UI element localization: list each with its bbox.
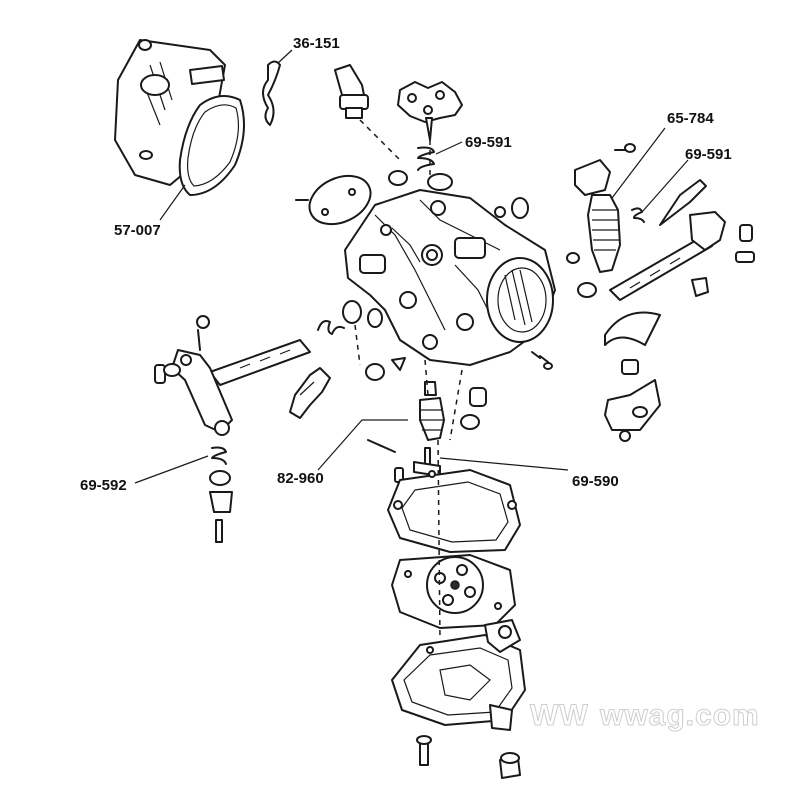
alignment-lines [354,119,463,641]
star-cover-plate [397,81,463,141]
label-36-151: 36-151 [293,35,340,52]
pump-assembly-65-784 [574,143,636,273]
label-57-007: 57-007 [114,222,161,239]
gasket-upper [387,469,521,553]
callout-labels: 36-151 69-591 65-784 69-591 57-007 69-59… [80,35,732,494]
left-fittings [289,300,406,419]
pin-clip-69-590 [367,439,441,483]
spring-69-592 [209,446,233,543]
bottom-screws [416,735,521,779]
throttle-shaft-right [609,211,755,301]
pump-base-cover [391,619,526,731]
watermark: WW wwag.com [530,699,760,733]
leader-lines [134,49,689,484]
watermark-brand: WW [530,699,589,732]
spring-clip-36-151 [262,60,281,126]
needle-seat-82-960 [419,381,445,441]
label-82-960: 82-960 [277,470,324,487]
label-69-591-right: 69-591 [685,146,732,163]
caps [388,170,453,191]
watermark-site: wwag.com [599,699,760,732]
label-69-590: 69-590 [572,473,619,490]
center-small-parts [460,351,553,430]
spring-69-591-top [417,146,435,171]
elbow-fitting [334,64,369,119]
label-69-591-top: 69-591 [465,134,512,151]
throttle-plate-bracket [604,311,661,442]
label-65-784: 65-784 [667,110,714,127]
carburetor-body [344,189,556,366]
gasket-ring-57-007 [178,95,245,196]
round-cover-plate [295,174,372,226]
label-69-592: 69-592 [80,477,127,494]
washers-right [511,197,597,298]
needle-spring-69-591 [631,179,707,226]
throttle-lever-left [154,315,311,436]
diaphragm-plate [391,554,516,629]
